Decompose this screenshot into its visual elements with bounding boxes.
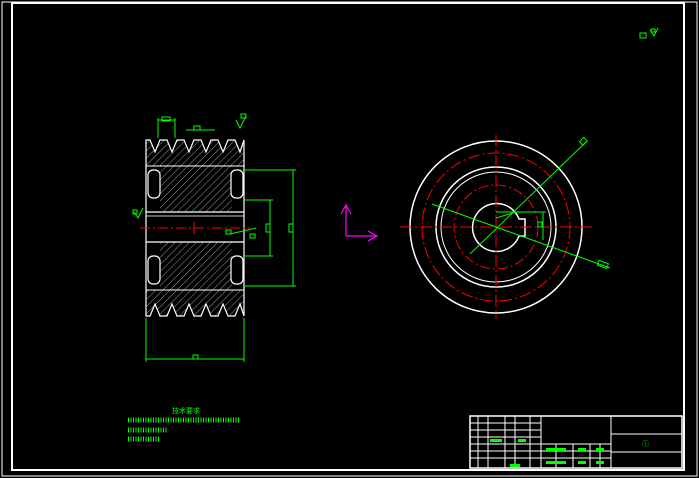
technical-notes: 技术要求 xyxy=(128,406,240,442)
title-block-label: ⓘ xyxy=(642,440,649,448)
notes-heading: 技术要求 xyxy=(172,406,200,415)
ucs-icon xyxy=(340,203,379,242)
upper-hub-section xyxy=(160,165,232,212)
roughness-mark-top-right xyxy=(639,27,659,39)
upper-grooved-rim xyxy=(145,139,245,166)
title-block-fills xyxy=(490,439,604,467)
pulley-section-view xyxy=(140,139,250,317)
drawing-border xyxy=(11,2,685,471)
lower-hub-section xyxy=(160,242,232,290)
title-block xyxy=(469,415,683,469)
lower-grooved-rim xyxy=(145,290,245,317)
bore-with-keyway xyxy=(471,202,526,253)
front-view-dimensions xyxy=(431,136,611,270)
section-dimensions xyxy=(132,113,296,362)
